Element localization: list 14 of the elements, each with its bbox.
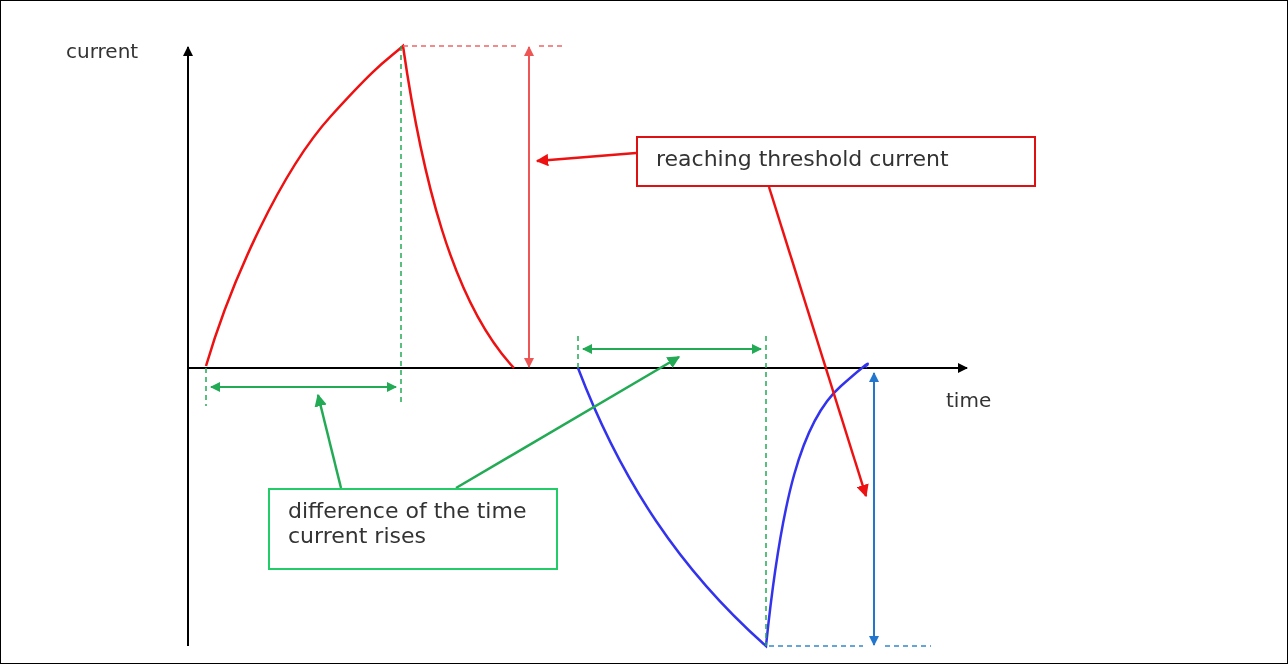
leader-line xyxy=(314,393,343,489)
callout-text: difference of the time current rises xyxy=(288,498,528,548)
callout-box xyxy=(268,488,558,570)
dimension-arrow xyxy=(210,379,397,395)
dimension-arrow xyxy=(582,341,762,357)
callout-box xyxy=(636,136,1036,187)
dimension-arrow xyxy=(521,46,537,368)
leader-line xyxy=(767,186,869,498)
dimension-arrow xyxy=(866,372,882,646)
axis-label: time xyxy=(946,388,992,412)
axis-label: current xyxy=(66,39,139,63)
leader-line xyxy=(455,355,681,490)
callout-text: reaching threshold current xyxy=(656,146,950,171)
leader-line xyxy=(535,151,637,167)
